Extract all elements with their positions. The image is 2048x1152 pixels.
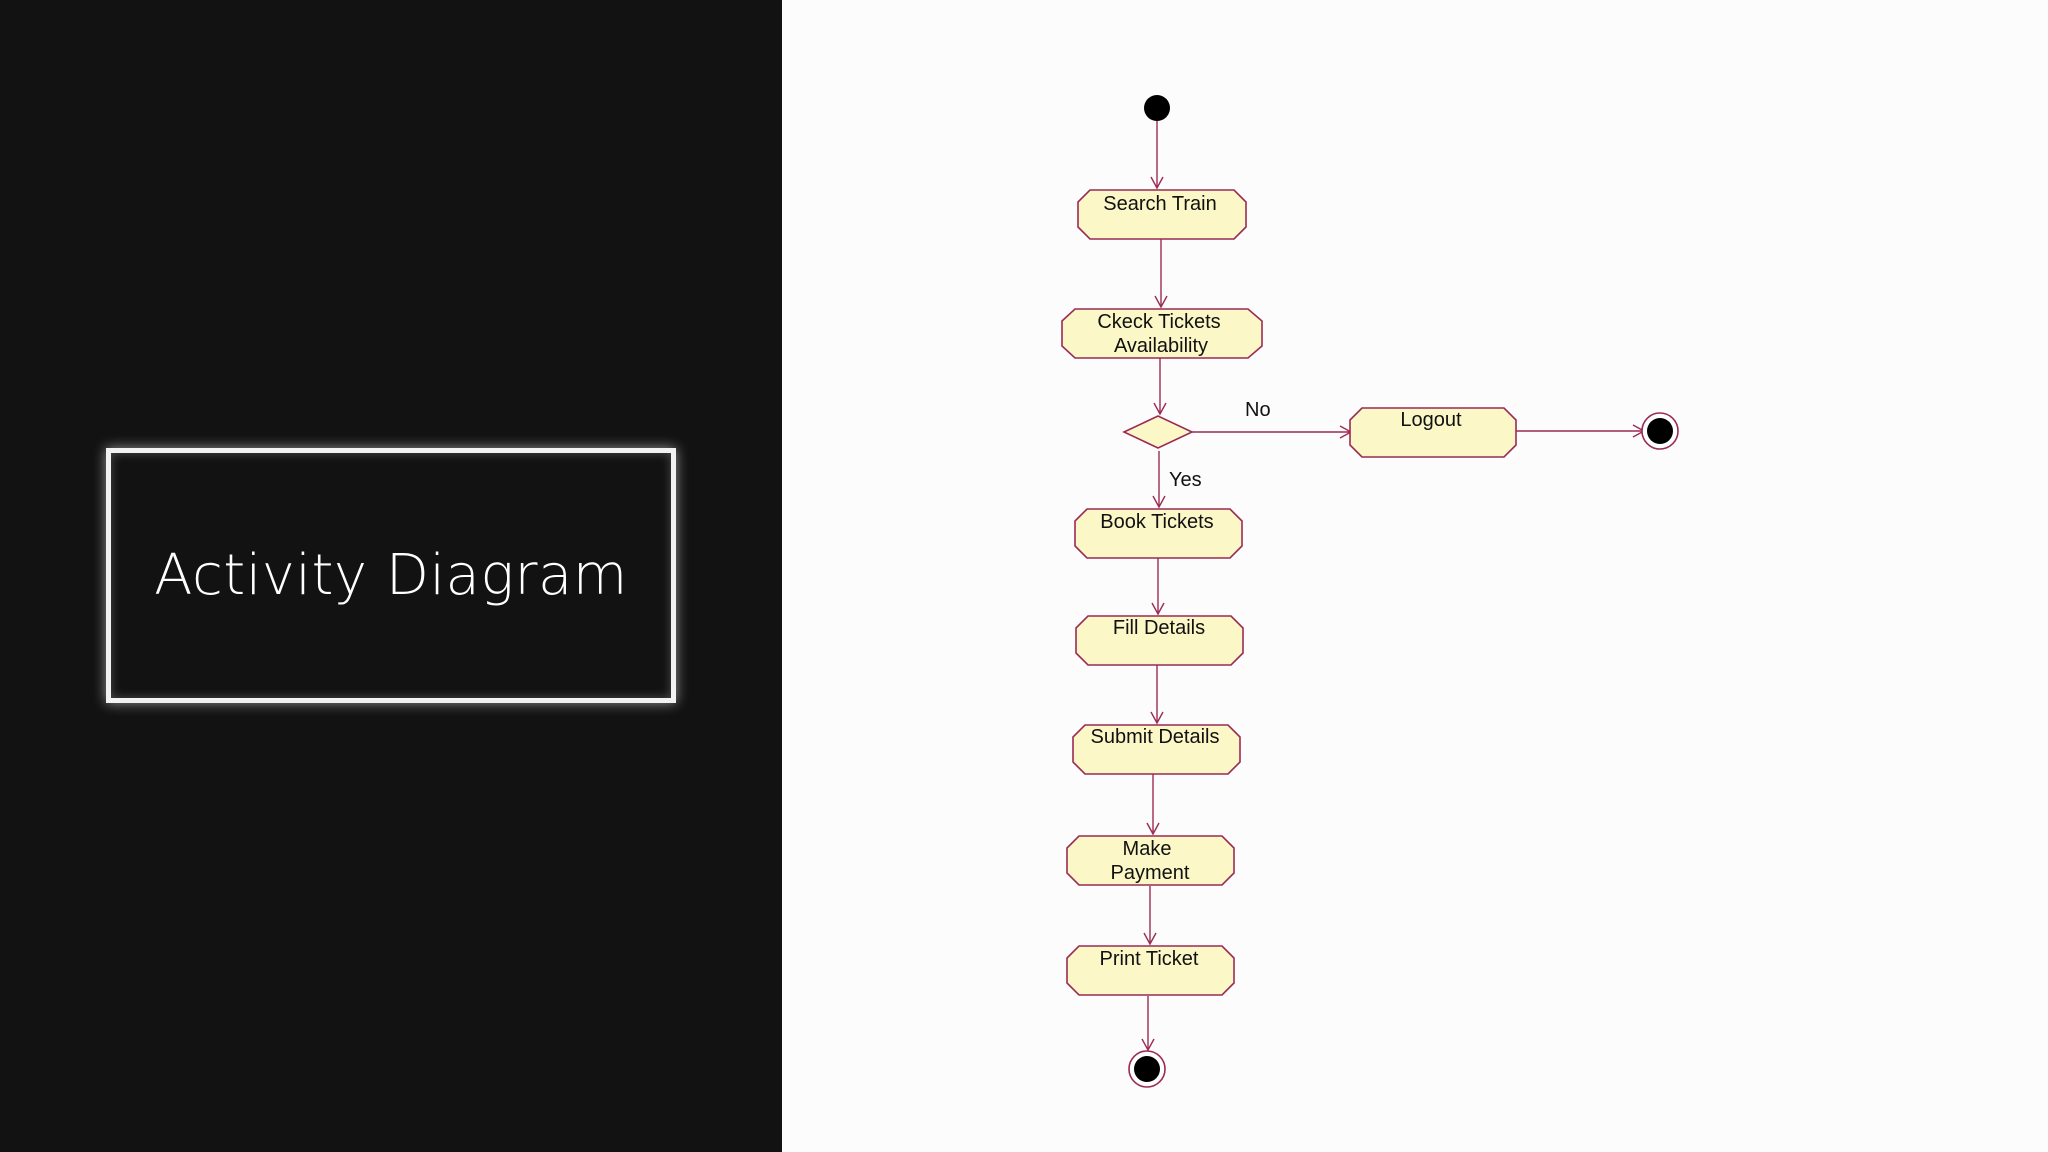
diagram-panel [782, 0, 2048, 1152]
action-submit-details: Submit Details [1072, 724, 1241, 775]
final-node-logout [1641, 412, 1679, 450]
action-make-payment-label-line2: Payment [1111, 862, 1190, 884]
action-search-train-label-line1: Search Train [1103, 193, 1216, 215]
action-book-tickets: Book Tickets [1074, 508, 1243, 559]
action-check-availability-label-line1: Ckeck Tickets [1097, 311, 1220, 333]
edge-label-yes: Yes [1169, 469, 1202, 491]
action-check-availability: Ckeck Tickets Availability [1061, 308, 1263, 359]
final-node [1128, 1050, 1166, 1088]
initial-node [1144, 95, 1170, 121]
edge-label-no: No [1245, 399, 1271, 421]
action-check-availability-label-line2: Availability [1114, 335, 1208, 357]
title-panel: Activity Diagram [0, 0, 782, 1152]
action-print-ticket: Print Ticket [1066, 945, 1235, 996]
action-make-payment-label-line1: Make [1123, 838, 1172, 860]
action-book-tickets-label-line1: Book Tickets [1100, 511, 1213, 533]
action-fill-details: Fill Details [1075, 615, 1244, 666]
title-frame: Activity Diagram [106, 448, 676, 703]
action-submit-details-label-line1: Submit Details [1091, 726, 1220, 748]
action-logout: Logout [1349, 407, 1517, 458]
decision-node [1122, 415, 1194, 449]
action-search-train: Search Train [1077, 189, 1247, 240]
slide-title: Activity Diagram [154, 543, 628, 608]
action-logout-label-line1: Logout [1400, 409, 1462, 431]
action-fill-details-label-line1: Fill Details [1113, 617, 1205, 639]
action-make-payment: Make Payment [1066, 835, 1235, 886]
action-print-ticket-label-line1: Print Ticket [1100, 948, 1199, 970]
